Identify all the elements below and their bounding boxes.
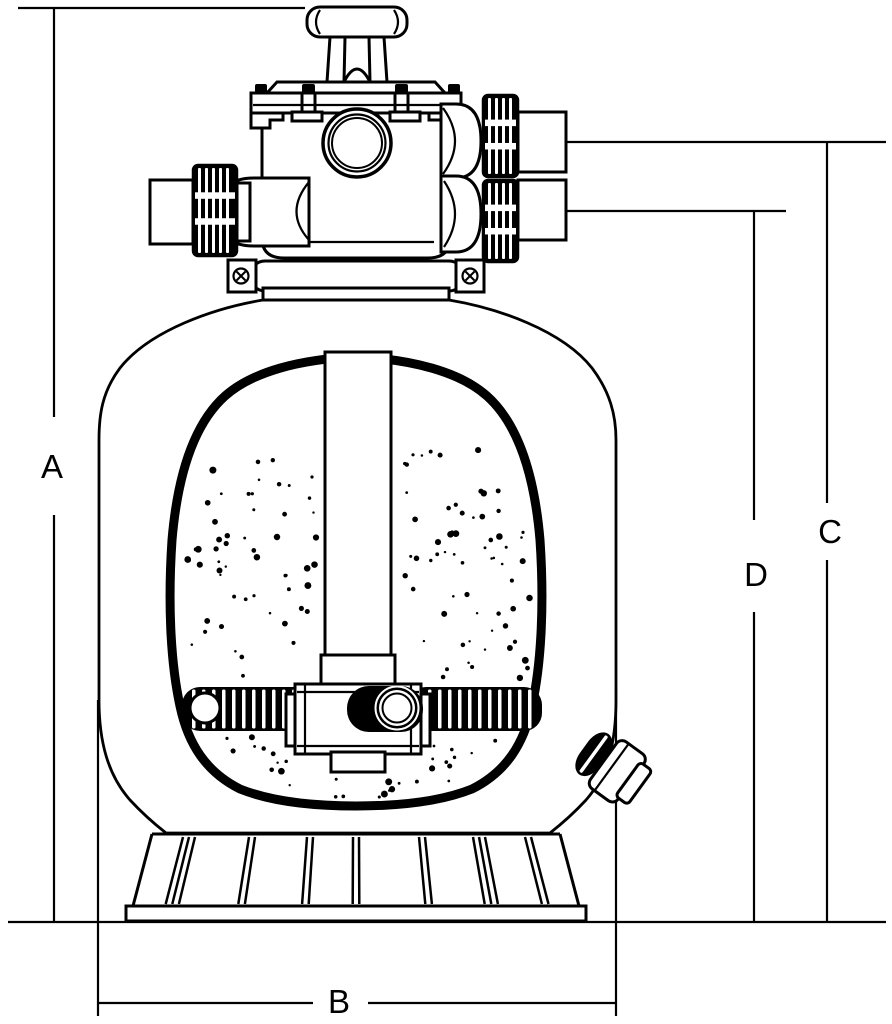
handle-knob [305, 5, 409, 39]
hub-socket-ring [374, 685, 420, 731]
left-pipe-stub [148, 178, 195, 246]
lateral-assembly [182, 350, 542, 774]
filter-tank [97, 298, 618, 835]
hub-foot [329, 750, 387, 774]
hub-port-face [379, 690, 415, 726]
drain-valve-end [615, 762, 653, 805]
clamp-right-screw-slot-2 [464, 270, 476, 282]
clamp-left-screw [232, 267, 250, 285]
drain-valve-ribs [575, 732, 613, 777]
dimension-label-b: B [328, 983, 350, 1020]
handle-right-prong [367, 35, 389, 84]
tank-clamp [226, 258, 486, 302]
base-ribs [164, 836, 550, 905]
valve-lid [263, 80, 449, 95]
collar-base-band [261, 286, 451, 302]
clamp-left-bracket [226, 258, 258, 294]
flange-left-step [249, 111, 285, 130]
handle-left-prong [325, 35, 347, 84]
base-right-side [558, 833, 581, 907]
valve-handle [305, 5, 409, 84]
clamp-left-screw-slot-2 [235, 270, 247, 282]
standpipe-collar [319, 653, 397, 689]
clamp-right-screw [461, 267, 479, 285]
dimension-label-c: C [818, 513, 842, 550]
sight-glass-outer [321, 107, 393, 179]
left-lateral-end-cap [188, 691, 222, 725]
bolt-foot-left [290, 110, 324, 123]
handle-knob-left-detail [314, 9, 321, 35]
dimension-labels: A B C D [41, 448, 842, 1020]
lid-bolt-3 [395, 84, 408, 93]
base-left-side [131, 833, 154, 907]
right-upper-pipe-stub [516, 110, 568, 174]
right-lower-port-contour [443, 180, 456, 248]
right-lateral-arm [408, 687, 542, 731]
right-upper-port-contour [442, 107, 456, 175]
drain-valve [575, 732, 653, 805]
left-union-nut [191, 163, 239, 258]
standpipe [323, 350, 393, 660]
multiport-valve [148, 5, 568, 302]
sight-glass [321, 107, 393, 179]
handle-knob-right-detail [393, 9, 400, 35]
dimension-label-d: D [744, 556, 768, 593]
dimension-label-a: A [41, 448, 63, 485]
left-union-step-ring [235, 181, 252, 243]
hub-right-tab [419, 692, 432, 748]
sight-glass-middle [327, 113, 387, 173]
lid-bolt-4 [448, 84, 460, 93]
bolt-foot-right [388, 110, 422, 123]
right-lower-pipe-stub [516, 178, 568, 242]
sand-speckles [184, 447, 533, 799]
lid-bolt-2 [302, 84, 315, 93]
hub-left-tab [284, 692, 297, 748]
hub-port-inner-ring [381, 692, 413, 724]
drain-valve-cap-line [593, 743, 630, 792]
lid-bolt-1 [255, 84, 267, 93]
right-lower-union-nut [481, 178, 520, 264]
sight-glass-inner [331, 117, 383, 169]
filter-base [124, 832, 588, 923]
handle-arch [342, 67, 372, 83]
right-upper-union-nut [481, 93, 520, 179]
base-plate [124, 904, 588, 923]
left-port-contour [295, 181, 310, 241]
